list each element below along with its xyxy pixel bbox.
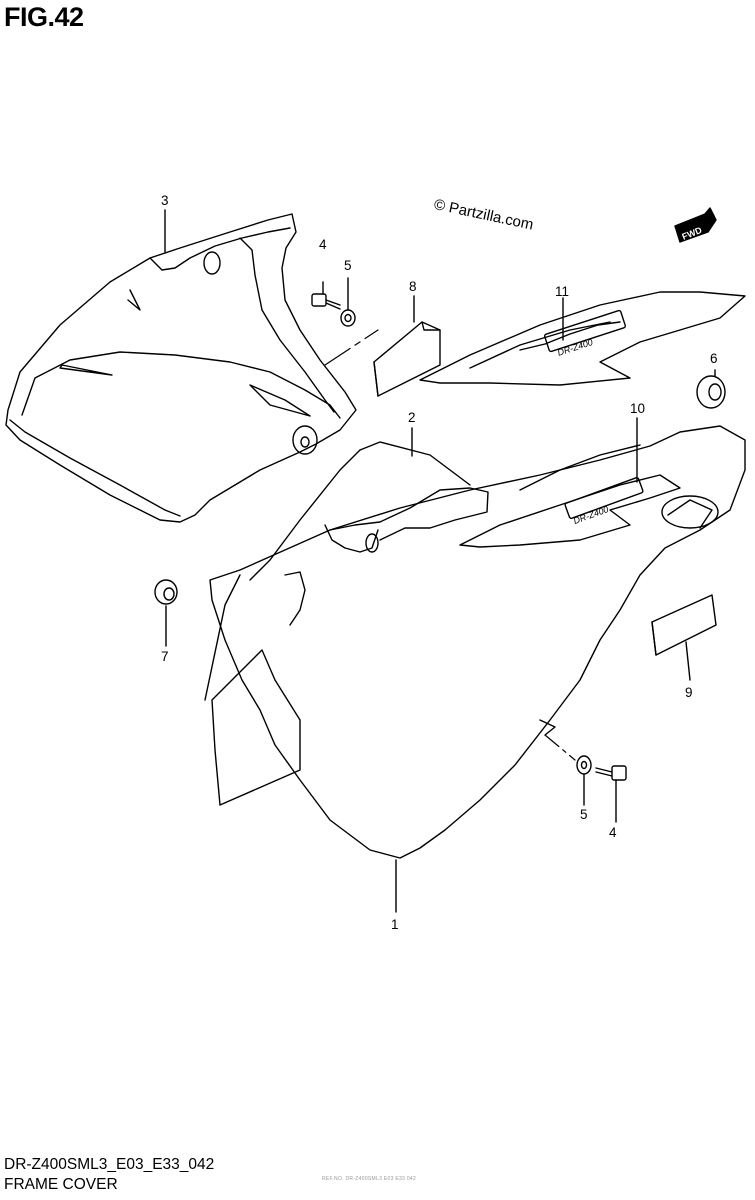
model-code: DR-Z400SML3_E03_E33_042 <box>4 1156 215 1173</box>
part-10-decal <box>459 417 681 548</box>
decal-10-text: DR-Z400 <box>572 504 610 526</box>
part-1-main-cover <box>204 425 746 859</box>
part-7-grommet <box>154 579 178 647</box>
figure-title: FIG.42 <box>4 2 84 32</box>
callout-4-upper: 4 <box>319 237 327 252</box>
part-6-grommet <box>696 369 726 409</box>
fwd-arrow-icon <box>674 207 717 243</box>
bolt-4-upper <box>311 281 341 310</box>
fine-print: REF.NO. DR-Z400SML3 E03 E33 042 <box>322 1176 417 1182</box>
part-8-pad <box>373 295 441 397</box>
callout-10: 10 <box>630 401 645 416</box>
washer-5-lower <box>576 755 592 806</box>
callout-11: 11 <box>555 284 569 299</box>
callout-5-lower: 5 <box>580 807 588 822</box>
bolt-4-lower <box>595 765 627 823</box>
callout-4-lower: 4 <box>609 825 617 840</box>
washer-5-upper <box>340 277 356 327</box>
part-3-left-cover <box>5 213 357 523</box>
callout-1: 1 <box>391 917 399 932</box>
callout-3: 3 <box>161 193 169 208</box>
callout-5-upper: 5 <box>344 258 352 273</box>
callout-9: 9 <box>685 685 693 700</box>
callout-7: 7 <box>161 649 169 664</box>
decal-11-text: DR-Z400 <box>556 337 594 358</box>
section-name: FRAME COVER <box>4 1176 118 1193</box>
callout-6: 6 <box>710 351 718 366</box>
part-11-decal <box>419 291 746 386</box>
part-9-pad <box>651 594 717 681</box>
callout-8: 8 <box>409 279 417 294</box>
callout-2: 2 <box>408 410 416 425</box>
